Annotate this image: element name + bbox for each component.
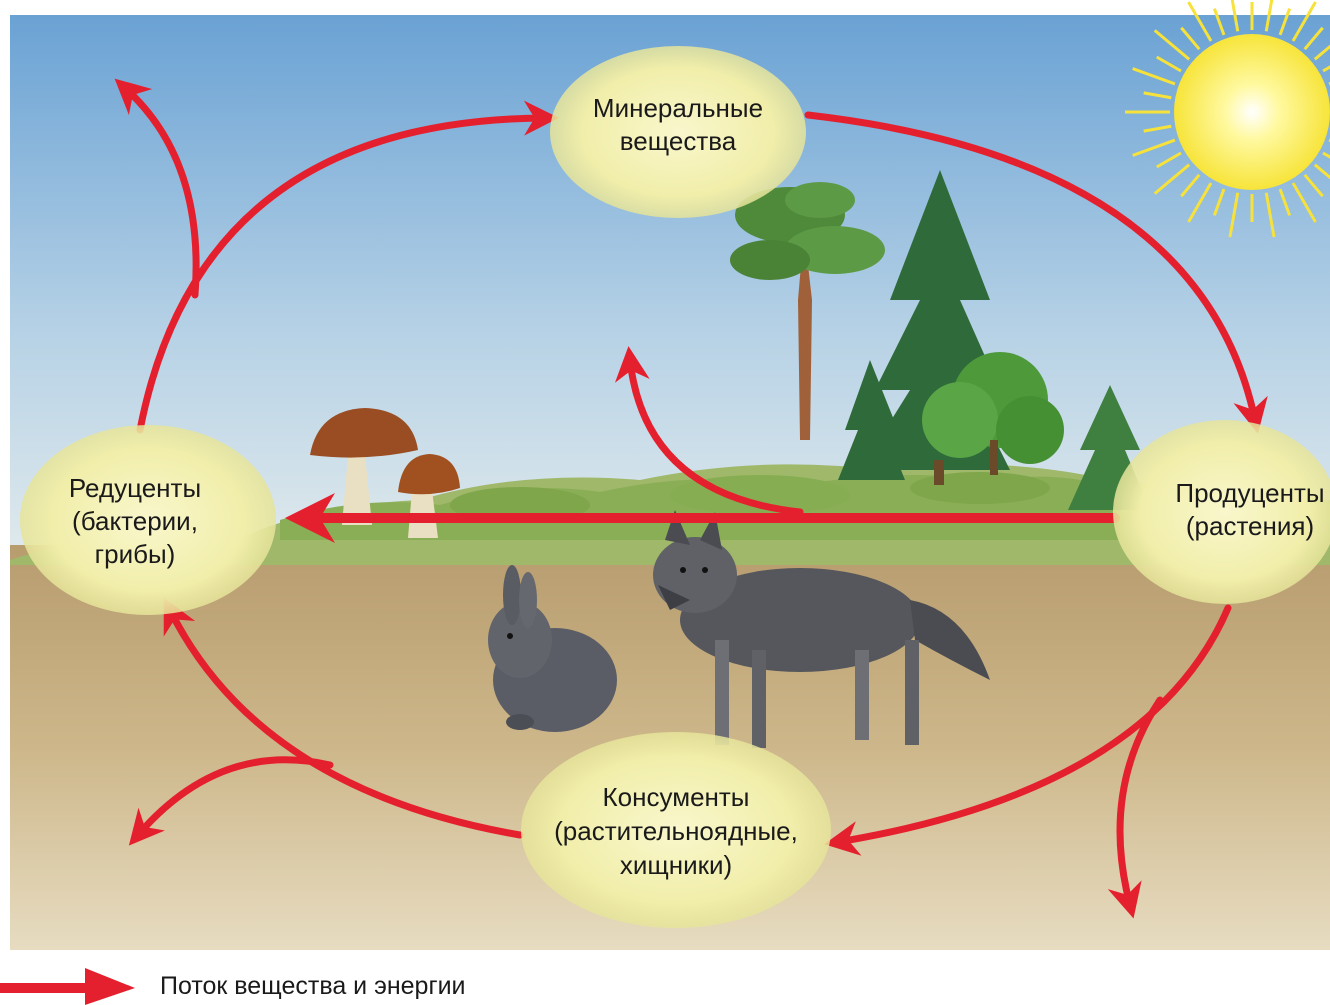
node-reducers-line1: Редуценты [69,473,201,503]
legend-arrow-icon [0,968,135,1005]
node-minerals-line2: вещества [620,126,737,156]
node-producers: Продуценты (растения) [1113,420,1330,604]
node-minerals-line1: Минеральные [593,93,763,123]
node-reducers-line2: (бактерии, [72,506,198,536]
legend-label: Поток вещества и энергии [160,972,466,1001]
node-producers-line2: (растения) [1186,511,1314,541]
node-minerals: Минеральные вещества [550,46,806,218]
node-reducers: Редуценты (бактерии, грибы) [20,425,276,615]
node-consumers-line2: (растительноядные, [554,816,798,846]
node-consumers-line1: Консументы [603,782,750,812]
node-reducers-line3: грибы) [95,539,176,569]
node-producers-line1: Продуценты [1175,478,1324,508]
node-consumers: Консументы (растительноядные, хищники) [521,732,831,928]
node-consumers-line3: хищники) [620,850,732,880]
